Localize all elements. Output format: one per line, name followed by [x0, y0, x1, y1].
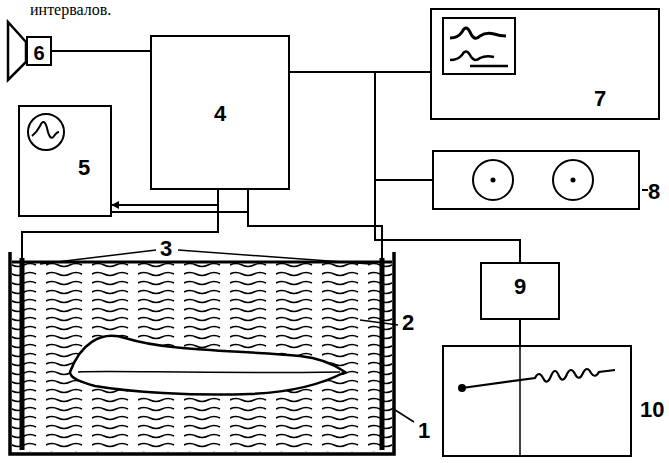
callout-number: 1	[418, 420, 430, 442]
tape-reel	[473, 160, 513, 200]
wire	[112, 190, 218, 205]
tape-recorder-box: 8	[432, 150, 640, 210]
reel-hub	[491, 178, 496, 183]
amplifier-box: 4	[150, 35, 290, 190]
oscilloscope-box: 5	[18, 105, 112, 217]
leader-line	[178, 250, 370, 264]
unit-box: 9	[480, 262, 560, 320]
wire	[519, 320, 521, 345]
waveform	[450, 28, 506, 38]
callout-number: 3	[160, 238, 172, 260]
leader-line	[392, 408, 414, 422]
text-fragment: интервалов.	[30, 2, 111, 18]
callout-number: 8	[648, 181, 660, 203]
reel-hub	[571, 178, 576, 183]
callout-number: 2	[402, 312, 414, 334]
aquarium	[10, 252, 394, 454]
speaker-box: 6	[26, 36, 52, 66]
callout-number: 10	[640, 399, 664, 421]
callout-number: 9	[514, 276, 526, 298]
speaker-cone	[8, 22, 26, 80]
wire	[290, 72, 520, 262]
callout-number: 4	[214, 103, 226, 125]
display-screen	[443, 18, 515, 74]
scope-trace	[32, 122, 59, 138]
recorder-box: 10	[442, 345, 632, 457]
leader-line	[40, 250, 156, 264]
callout-number: 6	[33, 43, 44, 63]
tape-reel	[553, 160, 593, 200]
scope-screen	[28, 114, 64, 150]
leader-line	[360, 320, 398, 325]
fish	[70, 336, 345, 395]
fish-line	[78, 371, 340, 372]
pen-arm	[519, 347, 521, 456]
water	[12, 262, 392, 452]
waveform	[450, 52, 508, 67]
callout-number: 5	[78, 157, 90, 179]
wire	[52, 50, 150, 52]
leader-line	[642, 189, 648, 191]
callout-number: 7	[594, 88, 606, 110]
wire	[290, 72, 432, 180]
wire	[112, 211, 248, 213]
display-box: 7	[430, 8, 660, 120]
recorder-trace	[462, 369, 615, 388]
